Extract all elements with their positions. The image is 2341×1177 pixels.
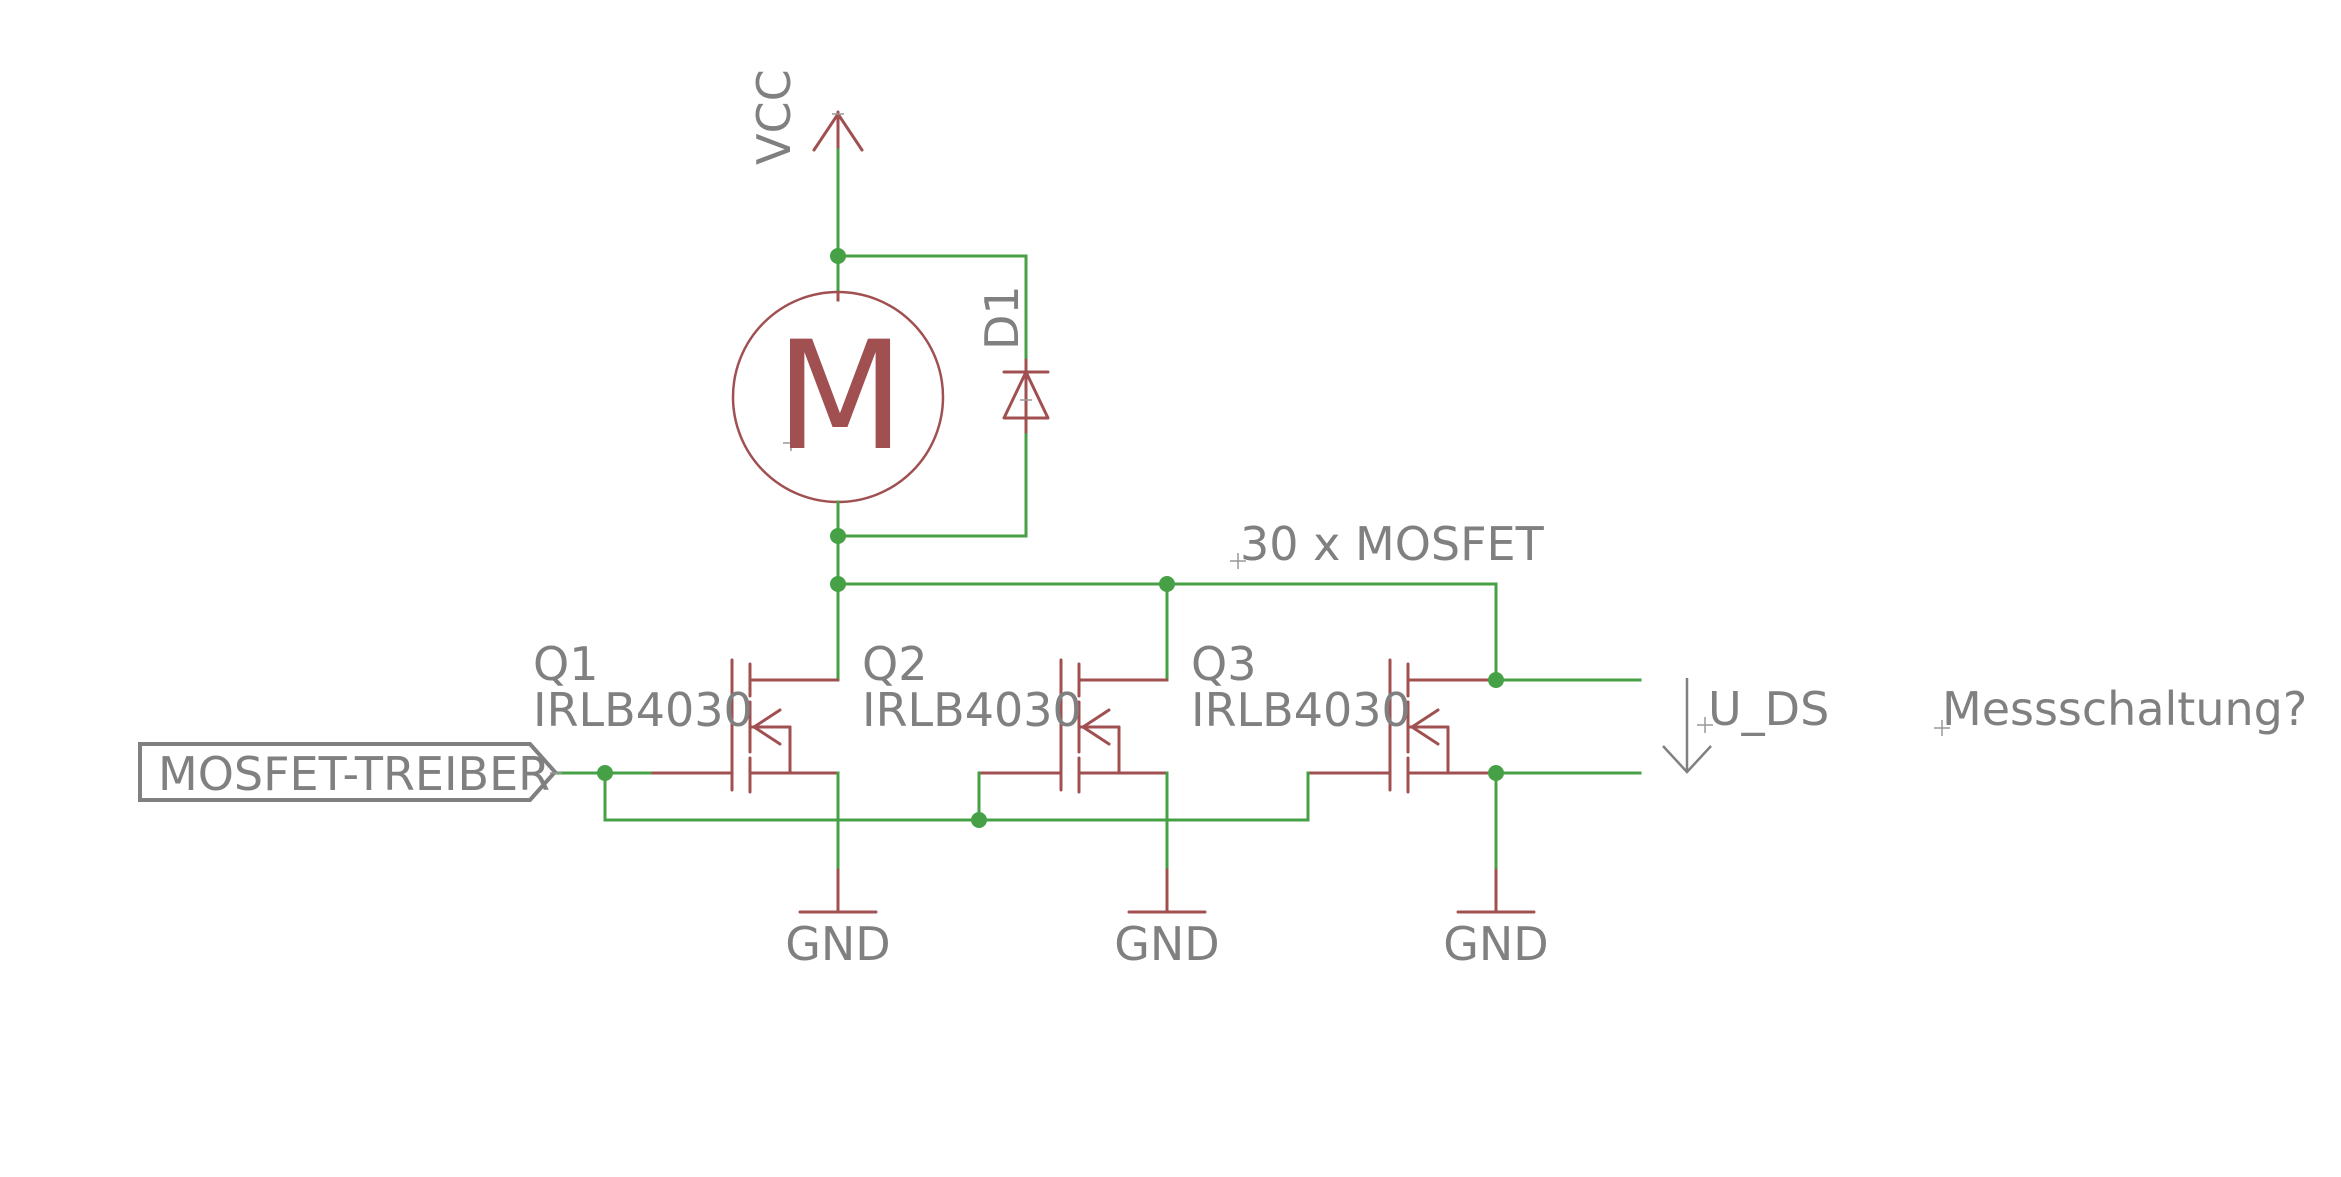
mosfet-q2-symbol — [977, 658, 1169, 794]
junction-driver-gate — [597, 765, 613, 781]
uds-origin-marker — [1697, 717, 1713, 733]
wire-diode-bottom — [836, 418, 1028, 538]
driver-port-symbol — [138, 742, 562, 802]
diode-d1-name: D1 — [975, 285, 1029, 350]
motor-label: M — [775, 310, 904, 484]
mosfet-q1-symbol — [648, 658, 840, 794]
junction-q3-drain-measure — [1488, 672, 1504, 688]
wire-gate-bus — [603, 771, 1310, 822]
measurement-question: Messschaltung? — [1942, 682, 2307, 736]
gnd-symbol-2 — [1127, 868, 1207, 914]
mosfet-q3-value: IRLB4030 — [1191, 683, 1411, 737]
gnd-symbol-3 — [1456, 868, 1536, 914]
mosfet-q3-symbol — [1306, 658, 1498, 794]
mosfet-q2-name: Q2 — [862, 637, 927, 691]
gnd-label-2: GND — [1114, 917, 1219, 971]
junction-q3-source-measure — [1488, 765, 1504, 781]
vcc-supply-symbol — [812, 110, 864, 152]
mosfet-q3-name: Q3 — [1191, 637, 1256, 691]
gnd-label-1: GND — [785, 917, 890, 971]
junction-gate-bus-q2 — [971, 812, 987, 828]
junction-drain-q1 — [830, 576, 846, 592]
uds-label: U_DS — [1708, 682, 1829, 736]
junction-drain-q2 — [1159, 576, 1175, 592]
wire-diode-top — [836, 254, 1028, 374]
mosfet-q1-value: IRLB4030 — [533, 683, 753, 737]
junction-vcc-diode — [830, 248, 846, 264]
question-origin-marker — [1934, 720, 1950, 736]
mosfet-count-note: 30 x MOSFET — [1240, 517, 1545, 571]
vcc-label: VCC — [747, 69, 801, 165]
gnd-symbol-1 — [798, 868, 878, 914]
uds-arrow — [1662, 678, 1712, 774]
driver-port-label: MOSFET-TREIBER — [158, 747, 550, 801]
diode-d1-symbol — [1002, 358, 1050, 434]
gnd-label-3: GND — [1443, 917, 1548, 971]
junction-motor-diode — [830, 528, 846, 544]
note-origin-marker — [1230, 553, 1246, 569]
mosfet-q2-value: IRLB4030 — [862, 683, 1082, 737]
mosfet-q1-name: Q1 — [533, 637, 598, 691]
